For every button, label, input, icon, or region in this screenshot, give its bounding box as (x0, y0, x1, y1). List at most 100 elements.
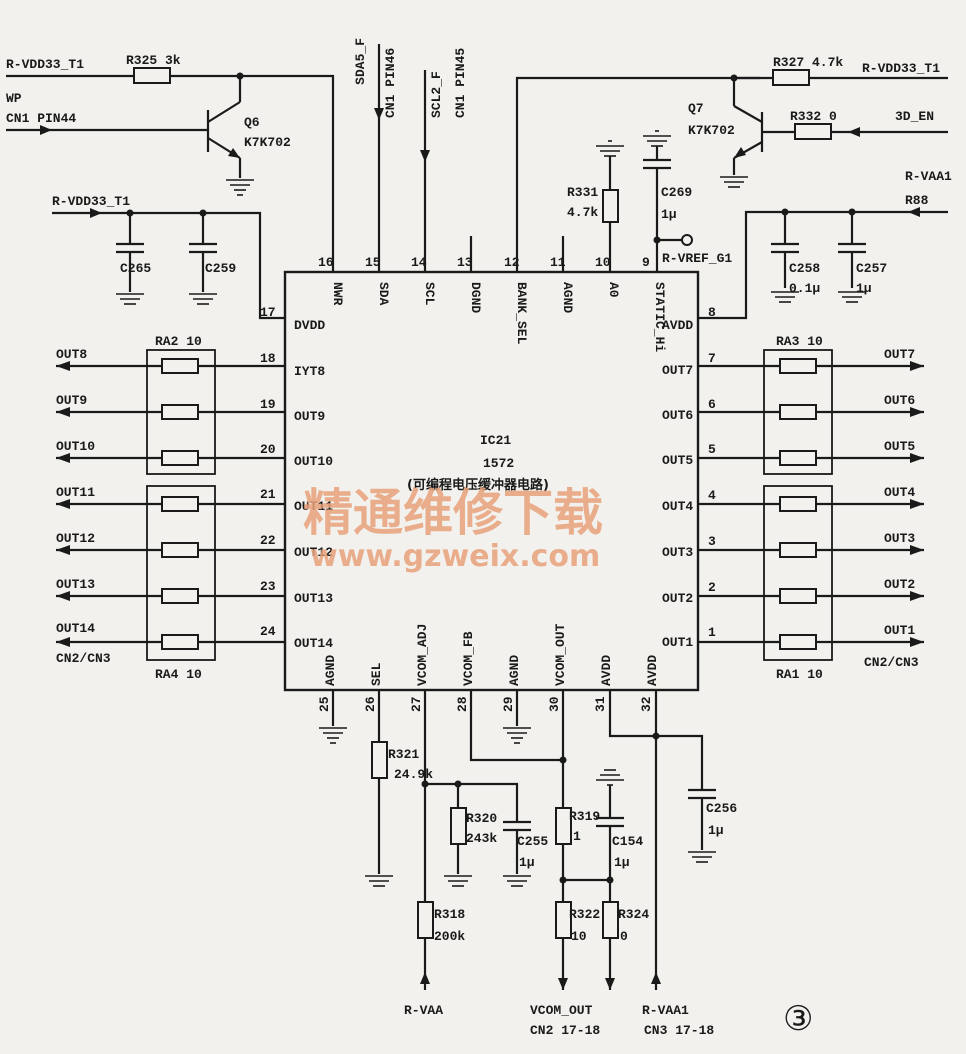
r325-resistor (133, 67, 171, 84)
ra4-label: RA4 10 (155, 667, 202, 682)
q7-type: K7K702 (688, 123, 735, 138)
net-sda: SDA5_F (353, 38, 368, 85)
pin-name-sda: SDA (376, 282, 391, 306)
pin-num-19: 19 (260, 397, 276, 412)
pin-name-agnd-29: AGND (507, 655, 522, 686)
net-vcom-out: VCOM_OUT (530, 1003, 593, 1018)
c257-label: C257 (856, 261, 887, 276)
q6-label: Q6 (244, 115, 260, 130)
r319-label: R319 (569, 809, 600, 824)
pin-name-vcom-adj: VCOM_ADJ (415, 624, 430, 686)
pin-num-13: 13 (457, 255, 473, 270)
ra1-label: RA1 10 (776, 667, 823, 682)
pin-name-out13: OUT13 (294, 591, 333, 606)
pin-name-out12: OUT12 (294, 545, 333, 560)
c256-value: 1μ (708, 823, 724, 838)
pin-num-22: 22 (260, 533, 276, 548)
r321-value: 24.9k (394, 767, 433, 782)
q7-label: Q7 (688, 101, 704, 116)
r331-resistor (602, 189, 619, 223)
out6-line: OUT6 (698, 393, 924, 420)
c256-label: C256 (706, 801, 737, 816)
pin-num-14: 14 (411, 255, 427, 270)
pin-num-9: 9 (642, 255, 650, 270)
pin-num-28: 28 (455, 696, 470, 712)
out7-line: OUT7 (698, 347, 924, 374)
i2c-section: SDA5_F CN1 PIN46 SCL2_F CN1 PIN45 (353, 38, 565, 272)
ic-bottom-pins: AGND SEL VCOM_ADJ VCOM_FB AGND VCOM_OUT … (317, 623, 660, 712)
pin-name-bank-sel: BANK_SEL (514, 282, 529, 345)
c259-label: C259 (205, 261, 236, 276)
pin-name-out5: OUT5 (662, 453, 693, 468)
watermark-url: www.gzweix.com (310, 539, 600, 574)
out13-line: OUT13 (56, 577, 285, 604)
pin-name-avdd-8: AVDD (662, 318, 693, 333)
net-cn2-1718: CN2 17-18 (530, 1023, 600, 1038)
net-rvdd33-top: R-VDD33_T1 (6, 57, 84, 72)
pin-num-15: 15 (365, 255, 381, 270)
out8-label: OUT8 (56, 347, 87, 362)
r332-label: R332 0 (790, 109, 837, 124)
pin-name-avdd-32: AVDD (645, 655, 660, 686)
pin-name-out3: OUT3 (662, 545, 693, 560)
ic-name: IC21 (480, 433, 511, 448)
r324-label: R324 (618, 907, 649, 922)
pin-name-scl: SCL (422, 282, 437, 306)
ra1-array (763, 485, 833, 661)
r320-resistor (450, 807, 467, 845)
pin-num-8: 8 (708, 305, 716, 320)
out11-label: OUT11 (56, 485, 95, 500)
pin-name-iyt8: IYT8 (294, 364, 325, 379)
dvdd-section: R-VDD33_T1 C265 C259 (52, 194, 285, 320)
pin-name-out6: OUT6 (662, 408, 693, 423)
cn-left-label: CN2/CN3 (56, 651, 111, 666)
bottom-section: R321 24.9k R320 243k C255 1μ R318 200k R… (319, 690, 737, 1038)
pin-num-3: 3 (708, 534, 716, 549)
pin-num-16: 16 (318, 255, 334, 270)
ra2-label: RA2 10 (155, 334, 202, 349)
c258-label: C258 (789, 261, 820, 276)
r325-label: R325 3k (126, 53, 181, 68)
out7-label: OUT7 (884, 347, 915, 362)
out9-line: OUT9 (56, 393, 285, 420)
out1-label: OUT1 (884, 623, 915, 638)
figure-mark: ③ (783, 999, 813, 1039)
net-cn3-1718: CN3 17-18 (644, 1023, 714, 1038)
out10-label: OUT10 (56, 439, 95, 454)
out1-line: OUT1 (698, 623, 924, 650)
pin-num-7: 7 (708, 351, 716, 366)
out2-line: OUT2 (698, 577, 924, 604)
q6-section: R-VDD33_T1 R325 3k WP CN1 PIN44 Q6 K7K70… (6, 53, 335, 272)
r318-resistor (417, 901, 434, 939)
pin-num-20: 20 (260, 442, 276, 457)
pin-num-29: 29 (501, 696, 516, 712)
q6-type: K7K702 (244, 135, 291, 150)
pin-name-static-hi: STATIC_Hi (652, 282, 667, 352)
ic-part: 1572 (483, 456, 514, 471)
net-scl-pin: CN1 PIN45 (453, 48, 468, 118)
out11-line: OUT11 (56, 485, 285, 512)
ic-top-pins: 16 15 14 13 12 11 10 9 NWR SDA SCL DGND … (318, 255, 667, 352)
net-wp: WP (6, 91, 22, 106)
pin-num-11: 11 (550, 255, 566, 270)
pin-num-2: 2 (708, 580, 716, 595)
net-r88: R88 (905, 193, 929, 208)
c269-label: C269 (661, 185, 692, 200)
net-rvaa1-bottom: R-VAA1 (642, 1003, 689, 1018)
pin-name-vcom-out: VCOM_OUT (553, 623, 568, 686)
pin-num-1: 1 (708, 625, 716, 640)
net-vref: R-VREF_G1 (662, 251, 732, 266)
out12-line: OUT12 (56, 531, 285, 558)
pin-name-out10: OUT10 (294, 454, 333, 469)
r318-value: 200k (434, 929, 465, 944)
c255-value: 1μ (519, 855, 535, 870)
r321-resistor (371, 741, 388, 779)
pin-num-12: 12 (504, 255, 520, 270)
pin-name-a0: A0 (606, 282, 621, 298)
pin-name-out1: OUT1 (662, 635, 693, 650)
pin-num-27: 27 (409, 696, 424, 712)
ic-desc: (可编程电压缓冲器电路) (407, 477, 549, 493)
net-3d-en: 3D_EN (895, 109, 934, 124)
net-sda-pin: CN1 PIN46 (383, 48, 398, 118)
pin-num-31: 31 (593, 696, 608, 712)
